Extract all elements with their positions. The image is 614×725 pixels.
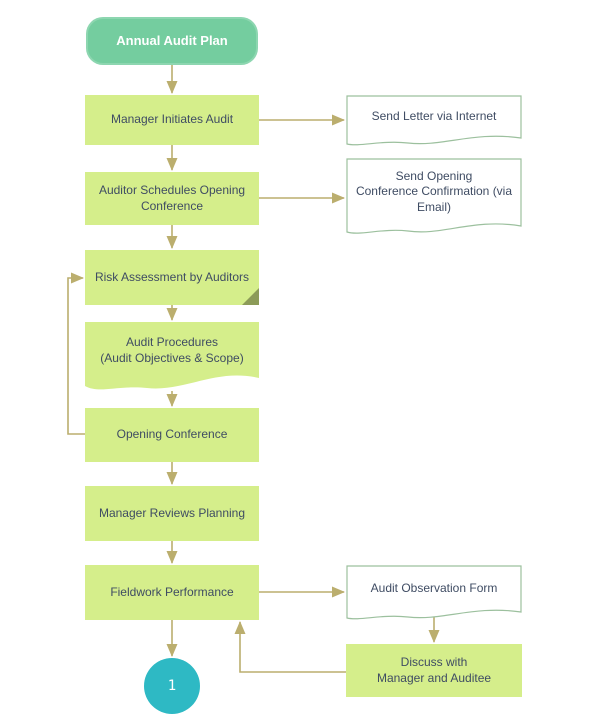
process-auditor-schedules-opening-conference: Auditor Schedules Opening Conference (85, 172, 259, 225)
document-shape (346, 158, 522, 234)
process-opening-conference: Opening Conference (85, 408, 259, 462)
document-send-opening-conference-confirmation: Send Opening Conference Confirmation (vi… (346, 158, 522, 240)
document-send-letter-via-internet: Send Letter via Internet (346, 95, 522, 153)
node-label: Send Letter via Internet (371, 108, 497, 123)
node-label: Discuss with Manager and Auditee (376, 654, 492, 685)
node-label: Annual Audit Plan (116, 32, 228, 48)
document-audit-observation-form: Audit Observation Form (346, 565, 522, 623)
offpage-connector-1: 1 (144, 658, 200, 714)
process-risk-assessment-by-auditors: Risk Assessment by Auditors (85, 250, 259, 305)
process-fieldwork-performance: Fieldwork Performance (85, 565, 259, 620)
node-label: Manager Initiates Audit (110, 112, 234, 127)
process-manager-initiates-audit: Manager Initiates Audit (85, 95, 259, 145)
node-label: Audit Observation Form (370, 580, 498, 595)
document-shape (346, 565, 522, 620)
node-label: Audit Procedures (Audit Objectives & Sco… (100, 335, 244, 365)
terminator-annual-audit-plan: Annual Audit Plan (86, 17, 258, 65)
process-manager-reviews-planning: Manager Reviews Planning (85, 486, 259, 541)
document-shape (85, 322, 259, 390)
node-label: Manager Reviews Planning (98, 505, 246, 520)
node-label: Send Opening Conference Confirmation (vi… (355, 168, 513, 214)
connector-opening-to-risk-loop (67, 272, 85, 435)
node-label: 1 (167, 677, 177, 694)
node-label: Fieldwork Performance (110, 584, 234, 599)
node-label: Risk Assessment by Auditors (94, 269, 250, 284)
node-label: Auditor Schedules Opening Conference (98, 182, 246, 213)
folded-corner-icon (242, 288, 259, 305)
document-shape (346, 95, 522, 146)
process-discuss-with-manager-and-auditee: Discuss with Manager and Auditee (346, 644, 522, 697)
document-audit-procedures: Audit Procedures (Audit Objectives & Sco… (85, 322, 259, 392)
connector-discuss-to-fieldwork-loop (234, 621, 346, 673)
node-label: Opening Conference (116, 427, 228, 442)
